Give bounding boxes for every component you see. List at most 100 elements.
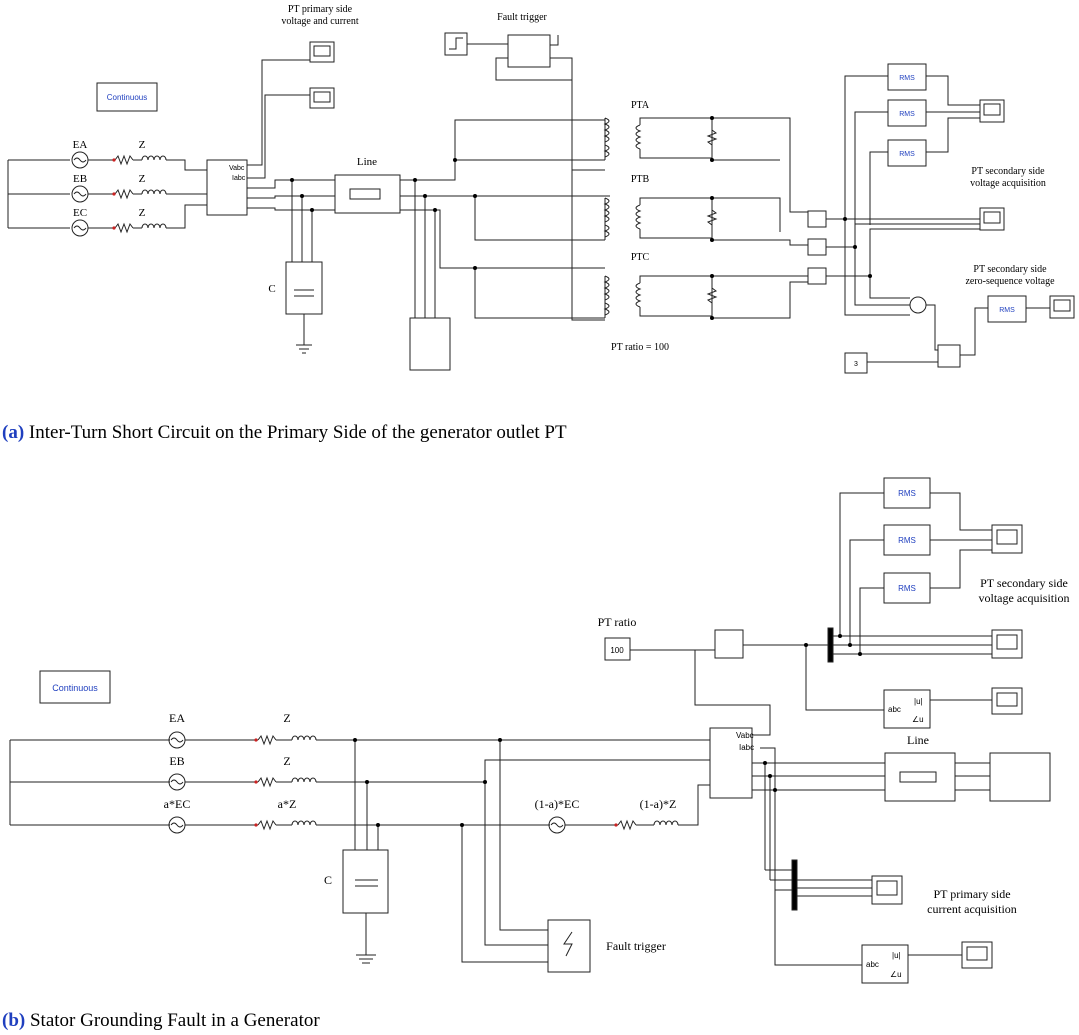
impedance-z3-a[interactable] (114, 222, 167, 234)
source-aec-b[interactable] (168, 816, 186, 834)
rms-block-2-a[interactable] (887, 99, 927, 127)
secondary-voltage-label-1-a: PT secondary side (971, 166, 1045, 177)
abc-label-2-b: abc (866, 960, 879, 969)
pt-transformer-a[interactable] (603, 117, 810, 213)
vabc-label-b: Vabc (736, 731, 754, 740)
impedance-az-b[interactable] (257, 819, 317, 831)
line-label-b: Line (907, 733, 929, 747)
scope-secondary-v-b[interactable] (991, 629, 1023, 659)
fault-trigger-label-b: Fault trigger (606, 939, 666, 953)
voltmeter-a-a[interactable] (807, 210, 827, 228)
impedance-z1-b[interactable] (257, 734, 317, 746)
fault-block-a[interactable] (409, 317, 451, 371)
measurement-block-b[interactable] (709, 727, 753, 799)
demux-block-b[interactable] (827, 627, 834, 663)
scope-primary-1-a[interactable] (309, 41, 335, 63)
secondary-voltage-label-2-b: voltage acquisition (979, 591, 1070, 605)
secondary-voltage-label-1-b: PT secondary side (980, 576, 1068, 590)
measurement-block-a[interactable] (206, 159, 248, 216)
capacitor-block-c-b[interactable] (342, 849, 389, 914)
pt-label-b: PTB (631, 174, 650, 185)
angle-u-label-1-b: ∠u (912, 715, 924, 724)
rms-label-2-b: RMS (898, 536, 916, 545)
scope-polar-1-b[interactable] (991, 687, 1023, 715)
resistor-marks (112, 158, 618, 827)
junction-dots (290, 116, 872, 827)
scope-secondary-rms-b[interactable] (991, 524, 1023, 554)
solver-label-a: Continuous (107, 93, 147, 102)
fault-impedance-label-b: (1-a)*Z (640, 797, 677, 811)
impedance-fault-b[interactable] (617, 819, 679, 831)
source-label-aec-b: a*EC (164, 797, 191, 811)
rms-zero-seq-block-a[interactable] (987, 295, 1027, 323)
scope-polar-2-b[interactable] (961, 941, 993, 969)
pt-ratio-label-a: PT ratio = 100 (611, 342, 669, 353)
polar-block-1-b[interactable] (883, 689, 931, 729)
rms-block-3-a[interactable] (887, 139, 927, 167)
const-3-label-a: 3 (854, 361, 858, 368)
rms-block-1-b[interactable] (883, 477, 931, 509)
solver-label-b: Continuous (52, 683, 98, 693)
sum-block-a[interactable] (909, 296, 927, 314)
abs-u-label-2-b: |u| (892, 951, 901, 960)
iabc-label-a: Iabc (232, 175, 246, 182)
source-eb-a[interactable] (71, 185, 89, 203)
pt-transformer-b[interactable] (603, 197, 808, 246)
rms-label-zero-a: RMS (999, 307, 1015, 314)
source-eb-b[interactable] (168, 773, 186, 791)
const-3-block-a[interactable] (844, 352, 868, 374)
step-block-a[interactable] (444, 32, 468, 56)
fault-trigger-label-a: Fault trigger (497, 12, 547, 23)
rms-label-2-a: RMS (899, 111, 915, 118)
source-ec-a[interactable] (71, 219, 89, 237)
primary-current-label-1-b: PT primary side (933, 887, 1010, 901)
line-block-a[interactable] (334, 174, 401, 214)
zero-seq-label-1-a: PT secondary side (973, 264, 1047, 275)
impedance-z2-a[interactable] (114, 188, 167, 200)
scope-primary-current-b[interactable] (871, 875, 903, 905)
caption-b: (b) Stator Grounding Fault in a Generato… (2, 1010, 320, 1032)
impedance-label-z1-b: Z (283, 711, 290, 725)
impedance-z1-a[interactable] (114, 154, 167, 166)
voltmeter-b-a[interactable] (807, 238, 827, 256)
scope-secondary-rms-a[interactable] (979, 99, 1005, 123)
pt-label-a: PTA (631, 100, 650, 111)
fault-breaker-block-b[interactable] (547, 919, 591, 973)
source-label-eb-a: EB (73, 173, 87, 185)
rms-block-2-b[interactable] (883, 524, 931, 556)
load-block-b[interactable] (989, 752, 1051, 802)
scope-zero-seq-a[interactable] (1049, 295, 1075, 319)
scope-secondary-v-a[interactable] (979, 207, 1005, 231)
impedance-z2-b[interactable] (257, 776, 317, 788)
capacitor-label-a: C (268, 283, 275, 295)
abs-u-label-1-b: |u| (914, 697, 923, 706)
pt-primary-label-2-a: voltage and current (281, 16, 358, 27)
source-ea-a[interactable] (71, 151, 89, 169)
rms-label-1-b: RMS (898, 489, 916, 498)
rms-label-3-a: RMS (899, 151, 915, 158)
polar-block-2-b[interactable] (861, 944, 909, 984)
fault-switch-block-a[interactable] (507, 34, 551, 68)
demux-current-b[interactable] (791, 859, 798, 911)
source-ea-b[interactable] (168, 731, 186, 749)
source-fault-b[interactable] (548, 816, 566, 834)
source-label-ea-b: EA (169, 711, 185, 725)
rms-label-1-a: RMS (899, 75, 915, 82)
product-block-b[interactable] (714, 629, 744, 659)
capacitor-block-c-a[interactable] (285, 261, 323, 315)
source-label-ec-a: EC (73, 207, 87, 219)
pt-transformer-c[interactable] (603, 275, 808, 319)
pt-primary-label-1-a: PT primary side (288, 4, 353, 15)
product-block-a[interactable] (937, 344, 961, 368)
voltmeter-c-a[interactable] (807, 267, 827, 285)
line-block-b[interactable] (884, 752, 956, 802)
solver-block-a[interactable] (96, 82, 158, 112)
impedance-label-z1-a: Z (139, 139, 146, 151)
fault-source-label-b: (1-a)*EC (535, 797, 580, 811)
rms-block-1-a[interactable] (887, 63, 927, 91)
caption-letter-b: (b) (2, 1010, 26, 1031)
solver-block-b[interactable] (39, 670, 111, 704)
scope-primary-2-a[interactable] (309, 87, 335, 109)
pt-ratio-const-b[interactable] (604, 637, 631, 661)
